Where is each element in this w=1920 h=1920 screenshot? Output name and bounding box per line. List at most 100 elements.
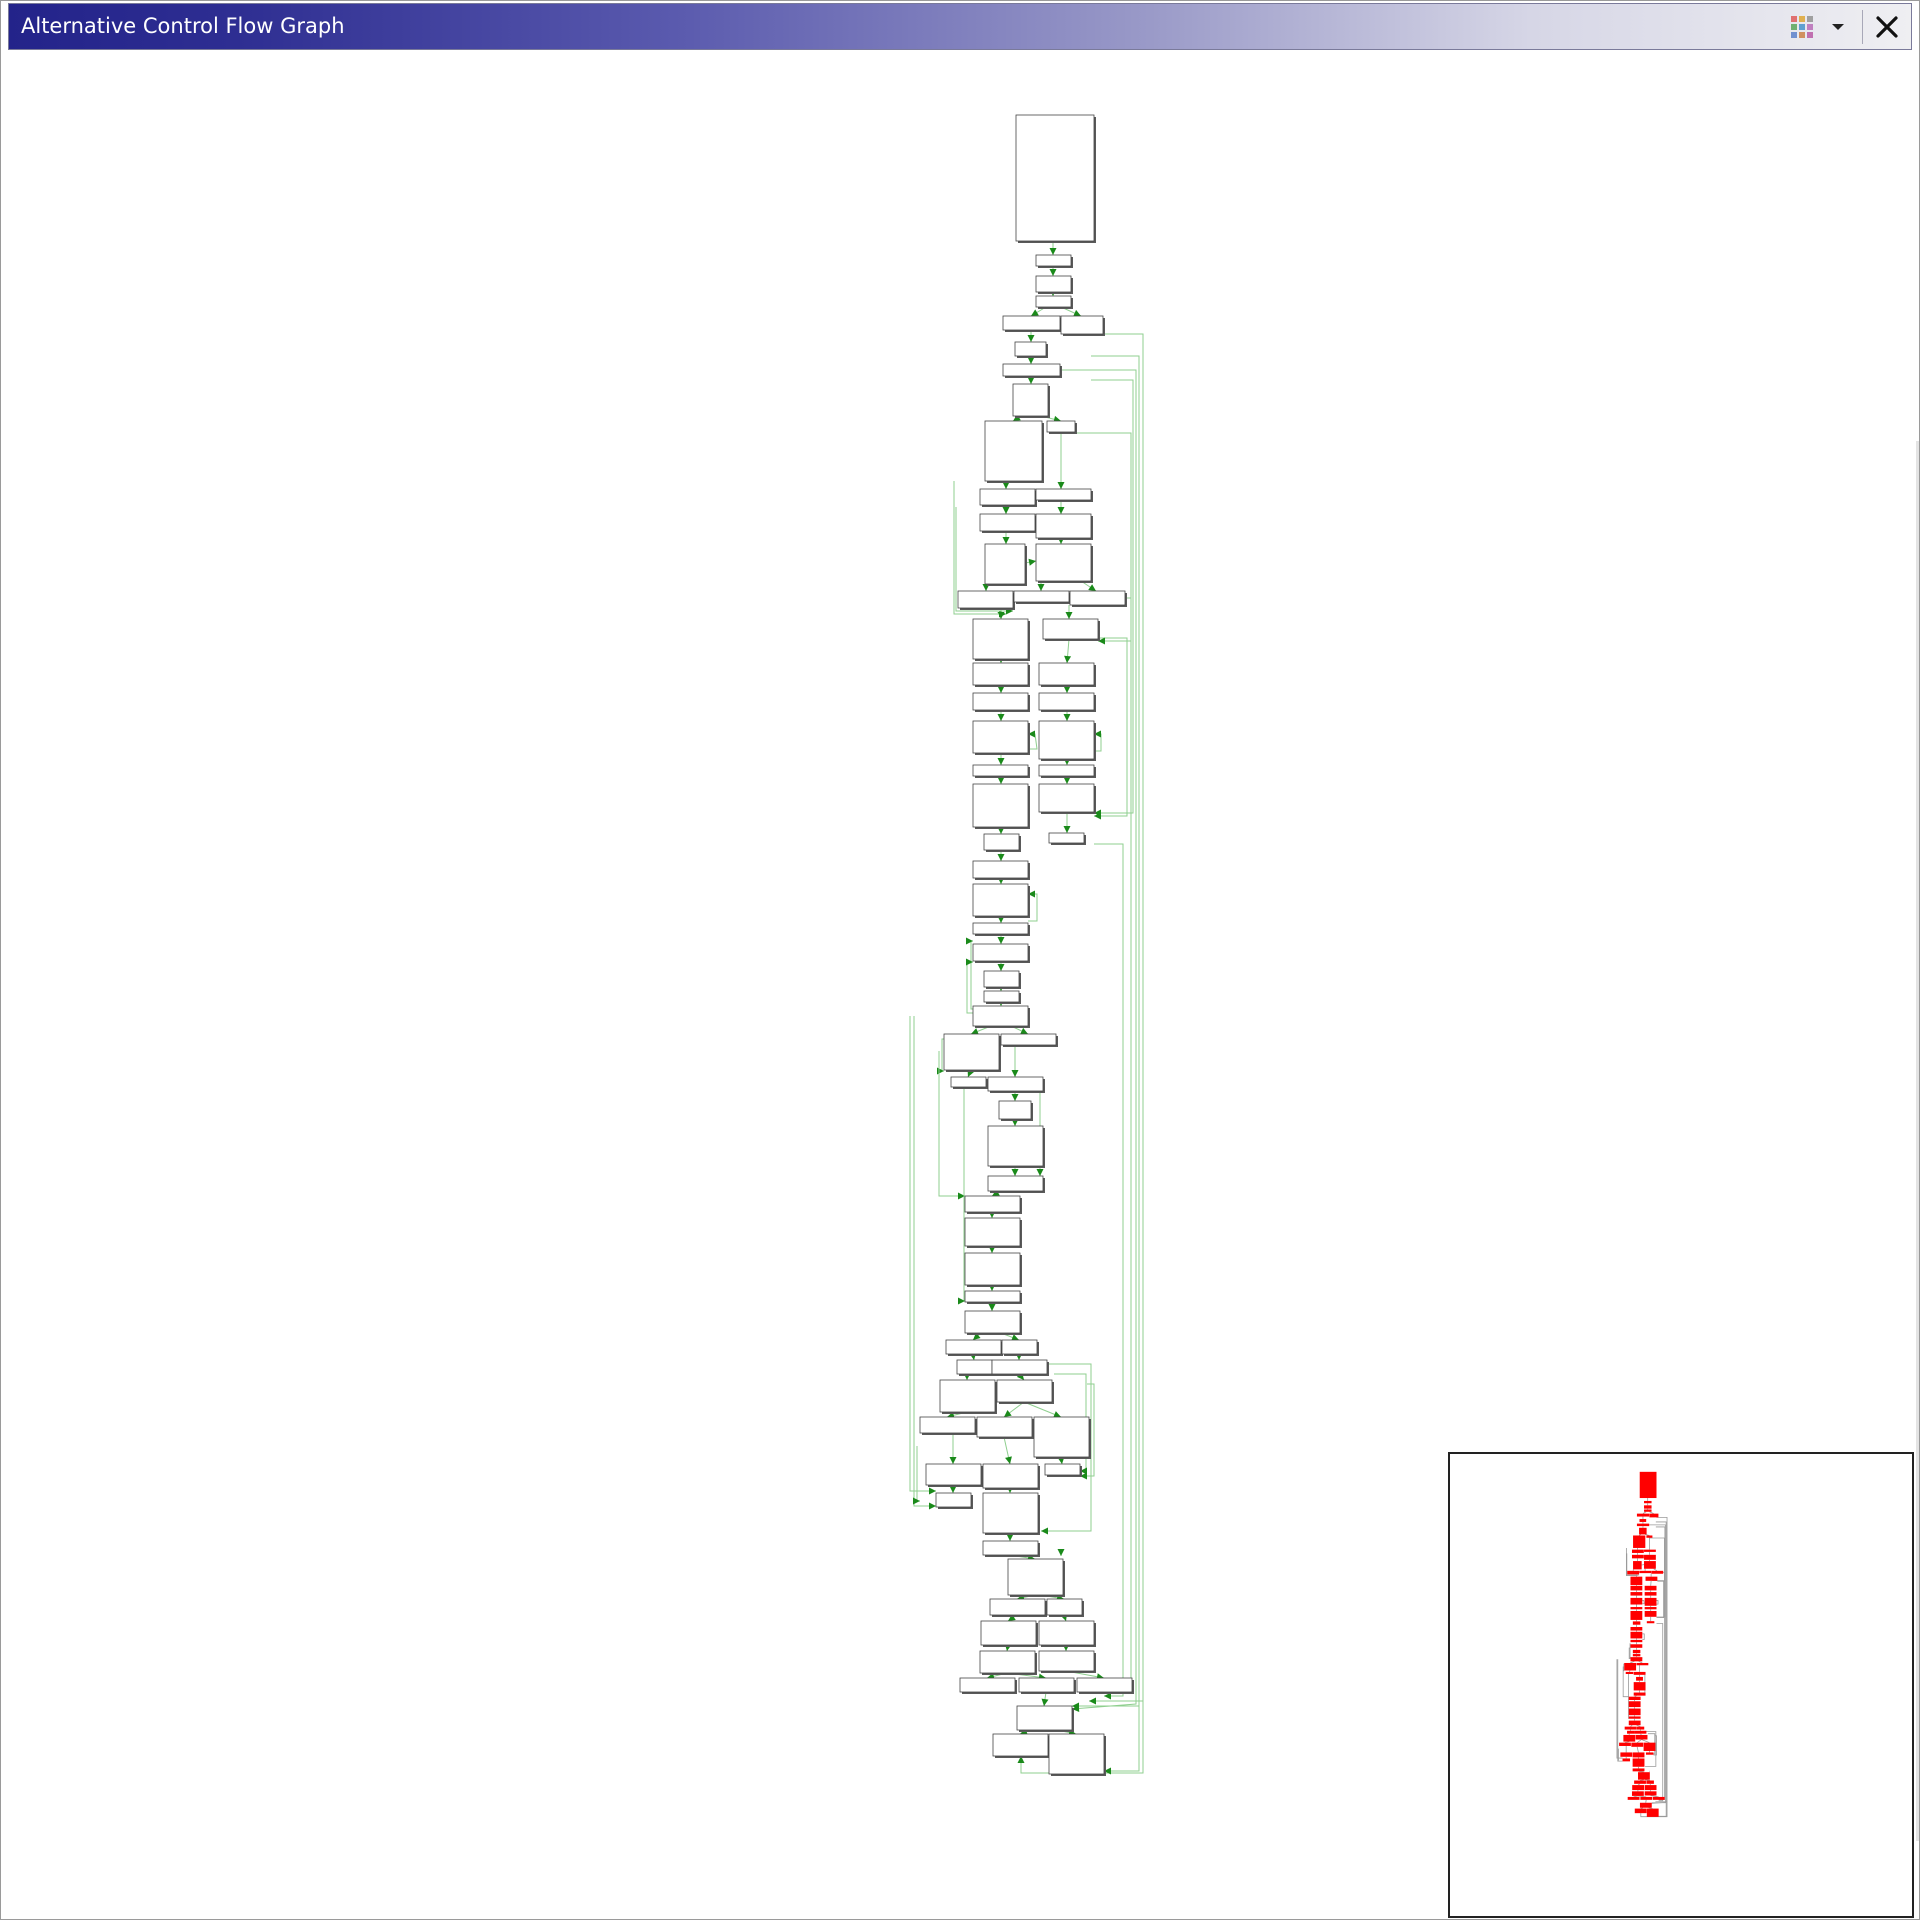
cfg-node[interactable]	[984, 420, 1044, 483]
cfg-node[interactable]	[1035, 488, 1093, 502]
cfg-node[interactable]	[982, 1540, 1040, 1557]
cfg-node[interactable]	[1000, 1033, 1058, 1047]
cfg-node[interactable]	[979, 513, 1037, 533]
cfg-node[interactable]	[1044, 1463, 1082, 1477]
cfg-node[interactable]	[979, 1650, 1037, 1675]
cfg-node[interactable]	[982, 1492, 1040, 1535]
cfg-node[interactable]	[979, 488, 1037, 507]
cfg-node[interactable]	[956, 1359, 994, 1376]
cfg-node[interactable]	[950, 1076, 988, 1089]
cfg-node[interactable]	[998, 1100, 1033, 1121]
cfg-node[interactable]	[1014, 341, 1048, 358]
cfg-node[interactable]	[982, 1463, 1040, 1490]
cfg-node[interactable]	[1016, 1705, 1074, 1732]
cfg-node[interactable]	[1042, 618, 1100, 641]
cfg-edge-arrow	[1049, 248, 1057, 255]
cfg-edge-arrow	[997, 854, 1005, 861]
cfg-node[interactable]	[1018, 1677, 1076, 1694]
cfg-edge-arrow	[1057, 1549, 1065, 1556]
graph-overview-panel[interactable]	[1448, 1452, 1914, 1918]
cfg-node[interactable]	[1002, 315, 1062, 332]
cfg-node[interactable]	[972, 943, 1030, 963]
cfg-node[interactable]	[1035, 295, 1073, 309]
cfg-node[interactable]	[1069, 590, 1127, 607]
cfg-node[interactable]	[1002, 363, 1062, 378]
overview-minimap[interactable]	[1450, 1454, 1912, 1916]
scrollbar-edge[interactable]	[1916, 441, 1919, 1841]
cfg-node[interactable]	[987, 1076, 1045, 1093]
cfg-node[interactable]	[964, 1252, 1022, 1287]
cfg-node[interactable]	[1015, 114, 1096, 243]
control-flow-graph[interactable]	[1, 51, 1919, 1919]
cfg-node[interactable]	[1035, 513, 1093, 540]
cfg-edge	[1075, 637, 1128, 817]
cfg-node[interactable]	[1035, 254, 1073, 268]
cfg-node[interactable]	[972, 860, 1030, 880]
cfg-node[interactable]	[987, 1125, 1045, 1168]
cfg-node[interactable]	[983, 990, 1021, 1004]
cfg-node[interactable]	[964, 1217, 1022, 1248]
cfg-node[interactable]	[1046, 420, 1077, 434]
cfg-node[interactable]	[996, 1379, 1054, 1404]
cfg-node[interactable]	[972, 692, 1030, 712]
cfg-node[interactable]	[1060, 315, 1105, 336]
cfg-node[interactable]	[1012, 383, 1050, 418]
dropdown-arrow-icon[interactable]	[1820, 9, 1856, 45]
cfg-node-box	[983, 970, 1020, 988]
cfg-node[interactable]	[991, 1359, 1049, 1376]
cfg-node[interactable]	[972, 720, 1030, 755]
cfg-node[interactable]	[1013, 590, 1071, 604]
cfg-node[interactable]	[943, 1033, 1001, 1072]
cfg-node[interactable]	[972, 1005, 1030, 1028]
cfg-node[interactable]	[983, 970, 1021, 989]
cfg-node[interactable]	[1033, 1416, 1091, 1459]
cfg-node[interactable]	[925, 1463, 983, 1487]
cfg-node[interactable]	[1007, 1558, 1065, 1597]
cfg-node[interactable]	[1048, 832, 1086, 845]
overview-edge	[1629, 1670, 1631, 1673]
cfg-node[interactable]	[1038, 1650, 1096, 1673]
cfg-node[interactable]	[984, 543, 1027, 586]
cfg-node[interactable]	[983, 833, 1021, 852]
graph-canvas[interactable]	[1, 51, 1919, 1919]
cfg-node[interactable]	[935, 1492, 973, 1509]
cfg-node-box	[1013, 590, 1070, 603]
cfg-node[interactable]	[957, 590, 1015, 610]
cfg-node[interactable]	[1038, 662, 1096, 687]
cfg-node[interactable]	[972, 783, 1030, 829]
overview-node	[1628, 1701, 1641, 1708]
cfg-node[interactable]	[1038, 783, 1096, 814]
title-bar[interactable]: Alternative Control Flow Graph	[8, 3, 1912, 50]
cfg-node[interactable]	[989, 1598, 1047, 1617]
cfg-node[interactable]	[1038, 720, 1096, 761]
cfg-node[interactable]	[972, 922, 1030, 936]
cfg-node[interactable]	[972, 764, 1030, 778]
cfg-node[interactable]	[919, 1416, 977, 1435]
cfg-node[interactable]	[1046, 1598, 1084, 1617]
cfg-node[interactable]	[945, 1339, 1003, 1356]
cfg-node[interactable]	[972, 618, 1030, 661]
cfg-node[interactable]	[1048, 1733, 1106, 1776]
cfg-node[interactable]	[987, 1175, 1045, 1193]
grid-layout-icon[interactable]	[1784, 9, 1820, 45]
cfg-node[interactable]	[1035, 275, 1073, 294]
close-icon[interactable]	[1869, 9, 1905, 45]
overview-node	[1636, 1513, 1650, 1517]
cfg-node[interactable]	[964, 1310, 1022, 1335]
cfg-node[interactable]	[1001, 1339, 1039, 1356]
cfg-node[interactable]	[980, 1620, 1038, 1647]
cfg-node[interactable]	[992, 1733, 1050, 1758]
cfg-node[interactable]	[964, 1195, 1022, 1214]
cfg-node[interactable]	[939, 1379, 997, 1414]
cfg-node[interactable]	[1038, 764, 1096, 778]
cfg-node[interactable]	[959, 1677, 1017, 1694]
cfg-node[interactable]	[1038, 1620, 1096, 1647]
cfg-node[interactable]	[1038, 692, 1096, 712]
cfg-node[interactable]	[972, 883, 1030, 918]
cfg-node[interactable]	[1076, 1677, 1134, 1694]
cfg-node[interactable]	[976, 1416, 1034, 1439]
cfg-node[interactable]	[1035, 543, 1093, 583]
cfg-node[interactable]	[972, 662, 1030, 687]
overview-node	[1639, 1802, 1652, 1808]
cfg-node[interactable]	[964, 1290, 1022, 1304]
